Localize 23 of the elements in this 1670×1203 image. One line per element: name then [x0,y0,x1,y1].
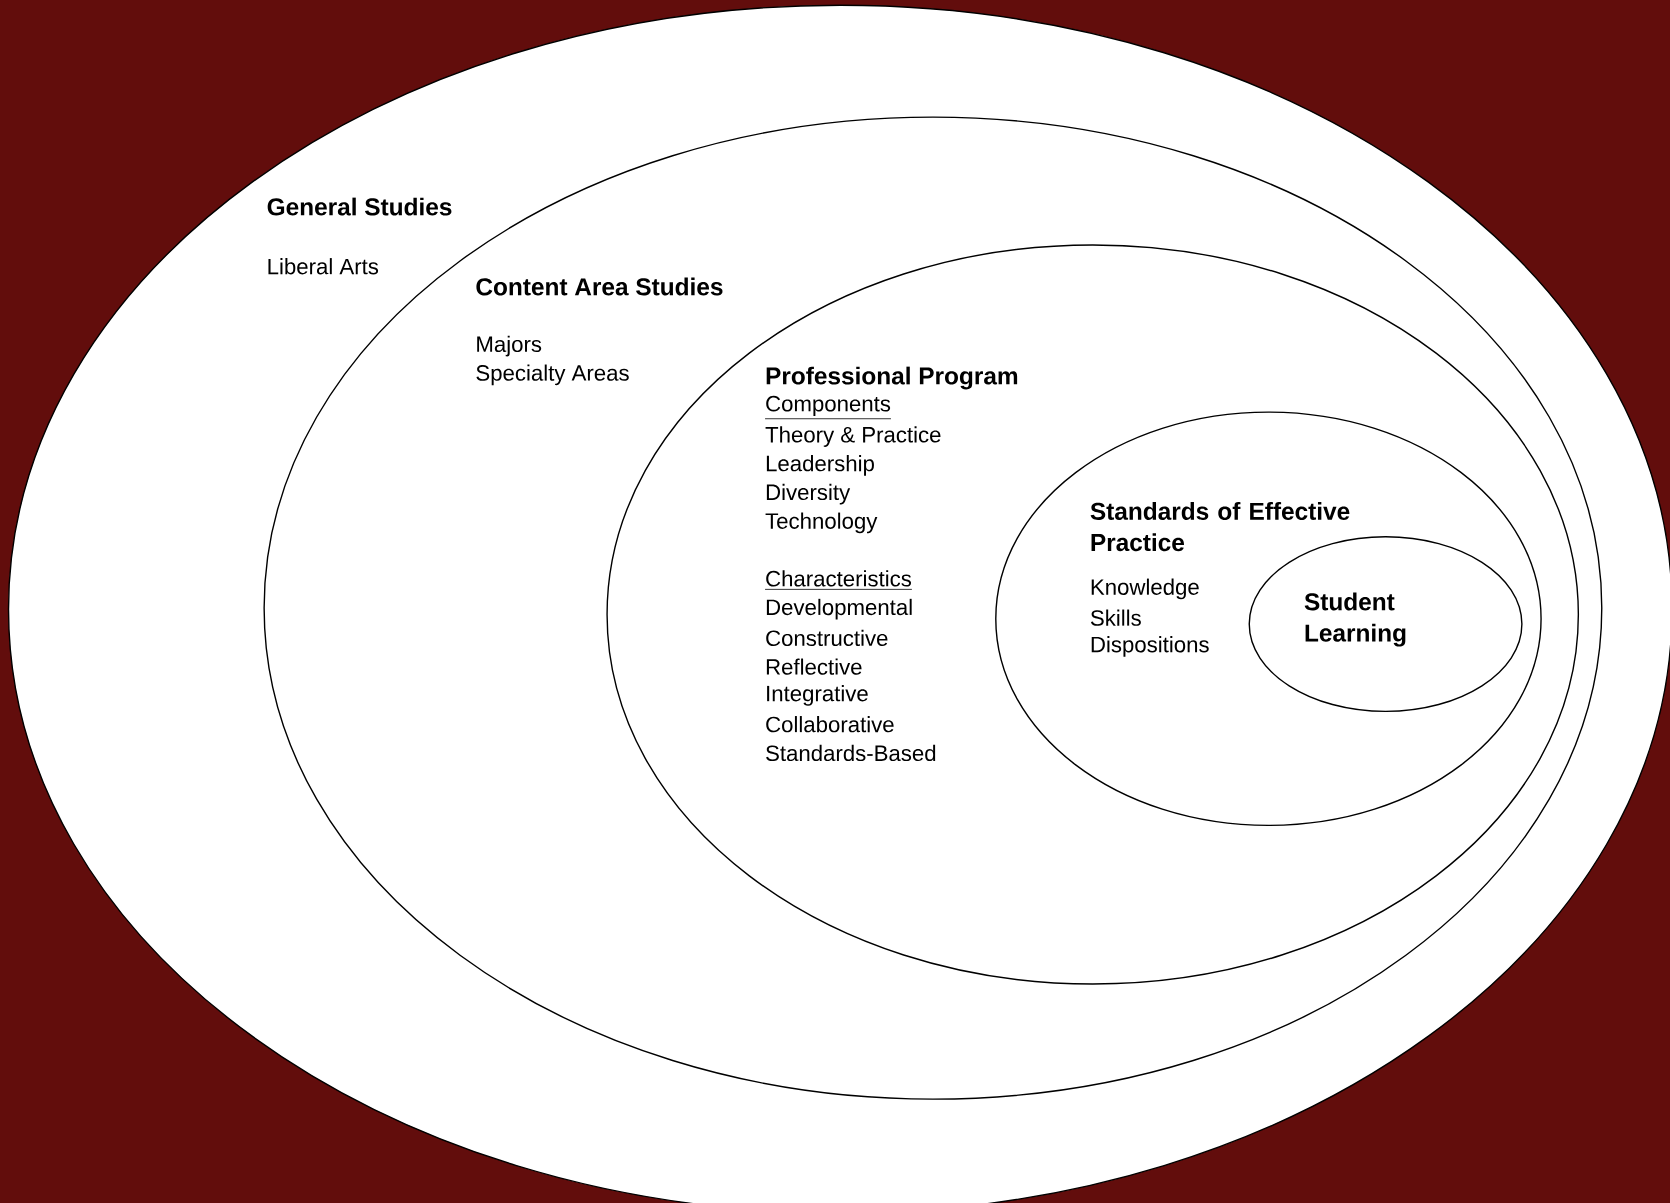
list-item: Specialty Areas [476,364,629,386]
list-item: Technology [765,512,878,534]
subheading: Characteristics [764,570,913,590]
list-item: Diversity [766,483,851,505]
heading: Professional Program [766,366,1018,390]
list-item: Theory & Practice [765,426,941,447]
heading: Student Learning [1304,592,1406,647]
list-item: Reflective [766,658,862,675]
list-item: Developmental [766,598,912,620]
heading: General Studies [267,197,452,216]
list-item: Skills [1090,609,1141,626]
heading: Content Area Studies [476,277,723,296]
list-item: Integrative [767,685,868,706]
list-item: Constructive [766,629,888,647]
list-item: Collaborative [766,716,894,733]
heading: Standards of Effective Practice [1090,502,1350,552]
list-item: Leadership [766,455,874,476]
list-item: Dispositions [1091,636,1209,657]
list-item: Majors [477,335,542,357]
list-item: Knowledge [1091,578,1199,600]
subheading: Components [764,395,892,420]
list-item: Liberal Arts [268,258,379,275]
list-item: Standards-Based [766,744,936,762]
